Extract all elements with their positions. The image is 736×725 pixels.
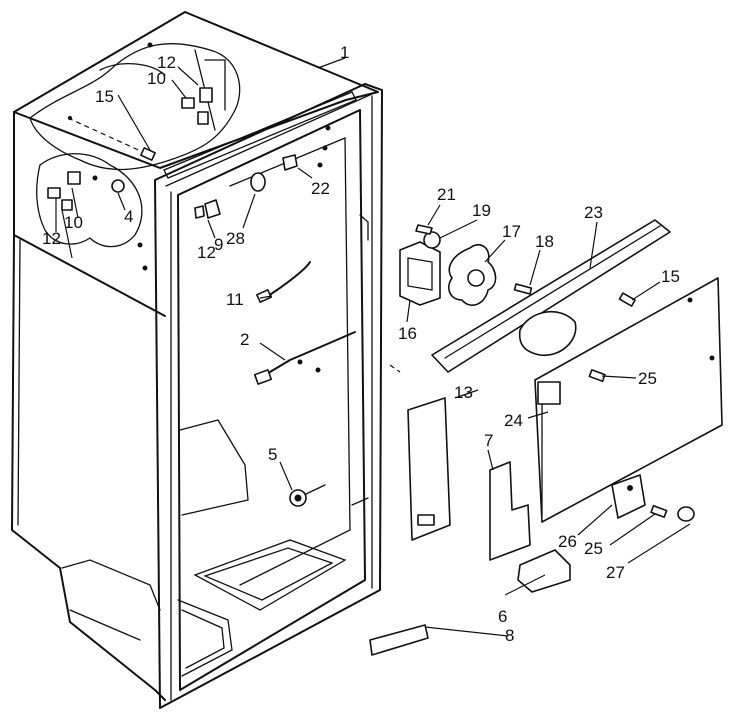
callout-22: 22: [311, 179, 330, 198]
callout-24: 24: [504, 411, 523, 430]
callout-12-top: 12: [157, 53, 176, 72]
fan-motor-assembly: [399, 224, 533, 306]
callout-9: 9: [214, 235, 223, 254]
part-callouts: 1 2 4 5 6 7 8 9 10 10 11 12 12 12 13 15 …: [42, 43, 680, 645]
callout-27: 27: [606, 563, 625, 582]
callout-5: 5: [268, 445, 277, 464]
callout-10-top: 10: [147, 69, 166, 88]
callout-4: 4: [124, 207, 133, 226]
callout-26: 26: [558, 532, 577, 551]
callout-2: 2: [240, 330, 249, 349]
callout-23: 23: [584, 203, 603, 222]
cabinet-hardware: [47, 87, 356, 507]
air-duct-and-cover: [389, 219, 723, 523]
lower-loose-parts: [369, 397, 695, 656]
leader-lines: [55, 57, 691, 637]
refrigerator-cabinet: [11, 11, 383, 709]
callout-18: 18: [535, 232, 554, 251]
callout-12-side: 12: [42, 229, 61, 248]
callout-7: 7: [484, 431, 493, 450]
callout-25-lower: 25: [584, 539, 603, 558]
callout-17: 17: [502, 222, 521, 241]
callout-16: 16: [398, 324, 417, 343]
callout-15-right: 15: [661, 267, 680, 286]
callout-13: 13: [454, 383, 473, 402]
callout-11: 11: [226, 290, 244, 309]
callout-8: 8: [505, 626, 514, 645]
callout-1: 1: [340, 43, 349, 62]
callout-10-side: 10: [64, 213, 83, 232]
callout-6: 6: [498, 607, 507, 626]
callout-25-middle: 25: [638, 369, 657, 388]
callout-28: 28: [226, 229, 245, 248]
callout-15-top: 15: [95, 87, 114, 106]
callout-21: 21: [437, 185, 456, 204]
callout-19: 19: [472, 201, 491, 220]
callout-12-front: 12: [197, 243, 216, 262]
